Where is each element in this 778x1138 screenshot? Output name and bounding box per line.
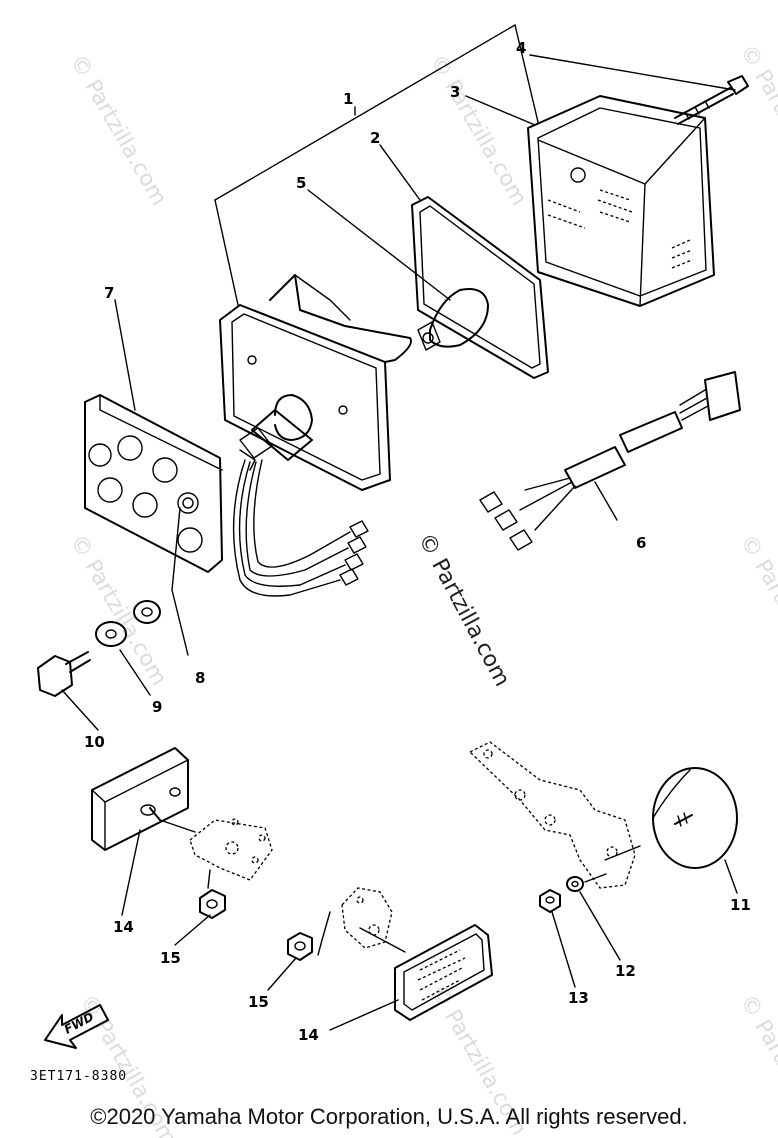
nut-15-center	[287, 932, 313, 961]
watermark-text: © Partzilla.com	[735, 41, 778, 201]
callout-4: 4	[516, 39, 526, 57]
callout-8: 8	[195, 669, 205, 687]
watermark-text: © Partzilla.com	[425, 51, 532, 211]
callout-2: 2	[370, 129, 380, 147]
callout-7: 7	[104, 284, 114, 302]
tail-lens	[527, 95, 715, 307]
washer-8	[133, 600, 161, 624]
washer-12	[566, 876, 584, 892]
bolt-10	[37, 651, 91, 697]
lamp-base	[219, 274, 412, 491]
callout-3: 3	[450, 83, 460, 101]
reflector-plate-left	[91, 747, 196, 851]
gasket	[411, 196, 549, 379]
screw-4	[674, 75, 749, 125]
callout-12: 12	[615, 962, 636, 980]
wire-harness	[479, 371, 741, 551]
nut-13	[539, 889, 561, 913]
bulb	[417, 288, 489, 351]
reflector-bracket-right	[468, 741, 641, 889]
nut-15-left	[199, 889, 226, 919]
bracket-left	[189, 818, 273, 889]
callout-13: 13	[568, 989, 589, 1007]
watermark-text: © Partzilla.com	[735, 531, 778, 691]
leader-lines	[61, 54, 738, 1031]
callout-10: 10	[84, 733, 105, 751]
lamp-wires	[232, 459, 369, 597]
round-reflector	[652, 767, 738, 869]
callout-9: 9	[152, 698, 162, 716]
washer-9	[95, 621, 127, 647]
center-watermark: © Partzilla.com	[413, 529, 515, 691]
reflector-plate-center	[394, 924, 493, 1021]
fwd-label: FWD	[62, 1010, 96, 1037]
callout-11: 11	[730, 896, 751, 914]
callout-5: 5	[296, 174, 306, 192]
callout-15-left: 15	[160, 949, 181, 967]
diagram-code: 3ET171-8380	[30, 1069, 127, 1084]
callout-6: 6	[636, 534, 646, 552]
callout-15-center: 15	[248, 993, 269, 1011]
copyright-notice: ©2020 Yamaha Motor Corporation, U.S.A. A…	[90, 1104, 688, 1129]
callout-14-left: 14	[113, 918, 134, 936]
callout-1: 1	[343, 90, 353, 108]
bracket-center	[317, 887, 406, 956]
callout-labels: 1 2 3 4 5 6 7 8 9 10 11 12 13 14 15 15 1…	[84, 39, 751, 1044]
assembly-bracket	[214, 24, 539, 306]
watermark-text: © Partzilla.com	[65, 51, 172, 211]
plate-cover	[84, 394, 223, 573]
callout-14-center: 14	[298, 1026, 319, 1044]
